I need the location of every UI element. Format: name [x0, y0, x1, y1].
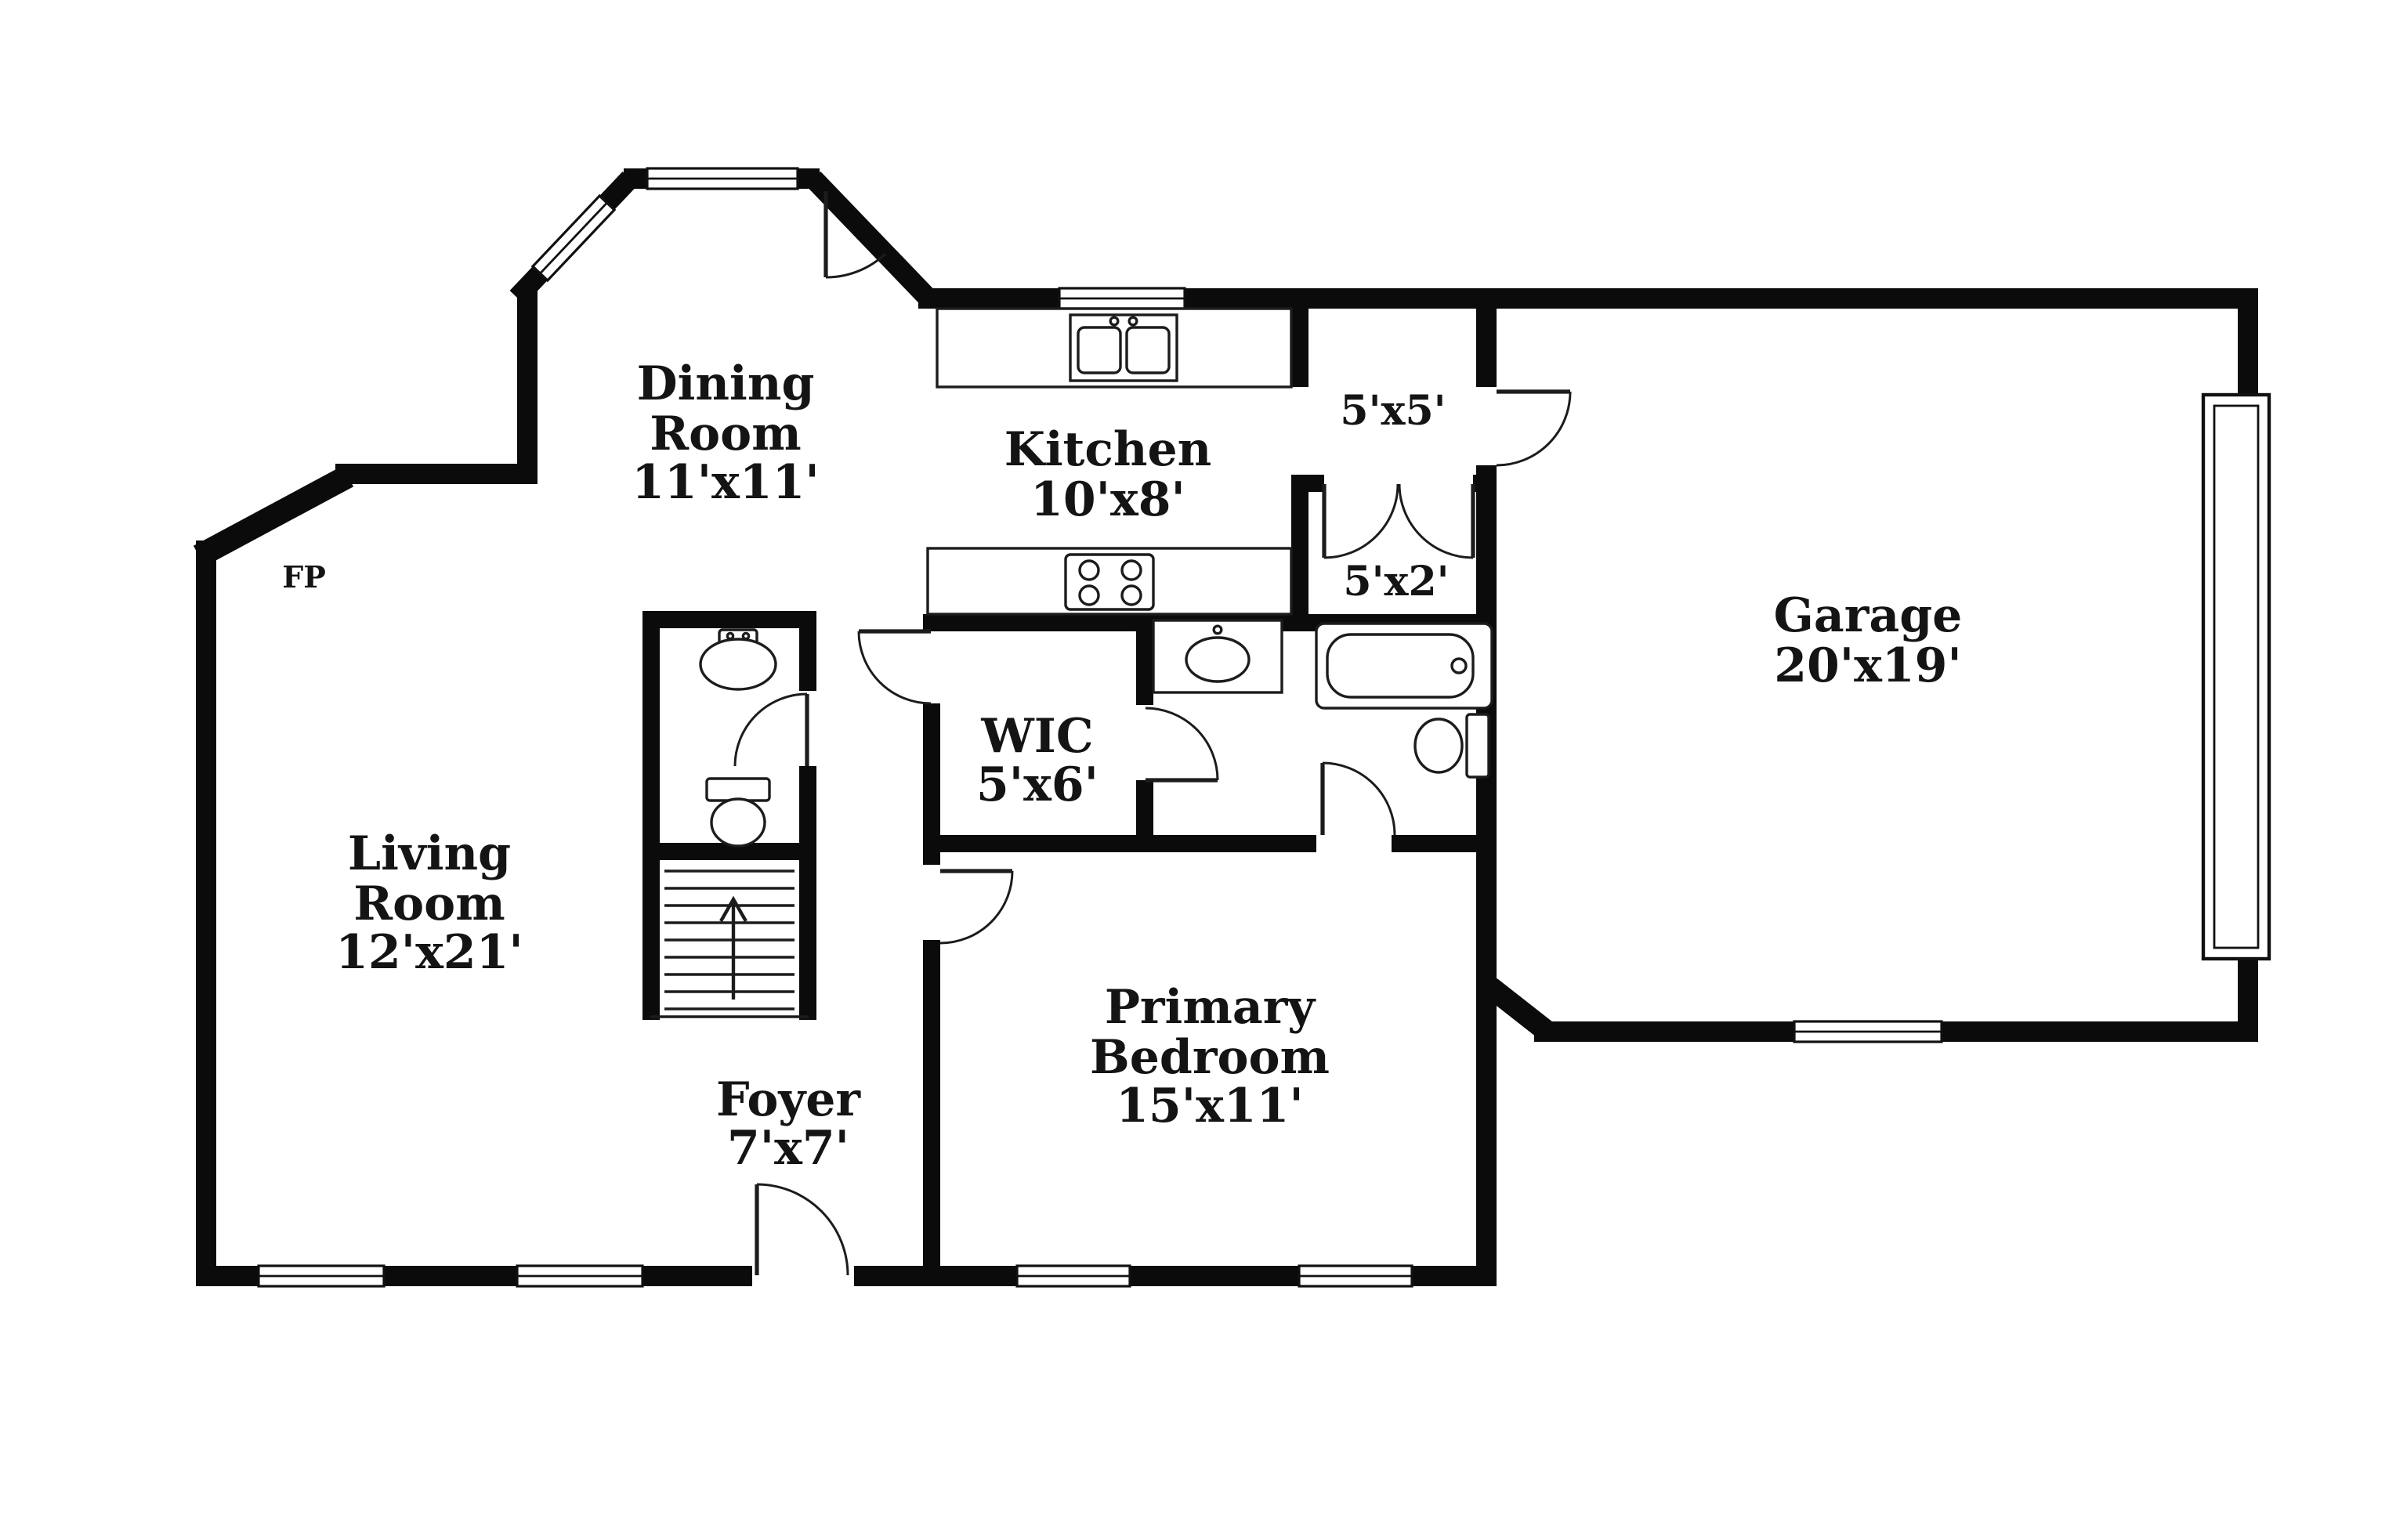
stairs-direction-arrow: [719, 895, 747, 1000]
halfbath-stairs-divider: [642, 843, 816, 860]
dining-room-label-2: Room: [650, 407, 801, 461]
wic-left-wall: [923, 703, 940, 865]
closet-5x2-dims: 5'x2': [1343, 558, 1449, 606]
closet55-left-wall-upper: [1291, 309, 1308, 387]
halfbath-door: [733, 692, 809, 767]
dining-room-label: Dining: [637, 356, 815, 411]
bedroom-window-1: [1015, 1264, 1131, 1288]
foyer-dims: 7'x7': [727, 1121, 849, 1176]
left-wall: [196, 540, 216, 1286]
wic-door: [857, 629, 932, 705]
garage-left-wall-upper: [1476, 288, 1497, 387]
windows: [257, 167, 2271, 1288]
wic-right-wall-lower: [1136, 780, 1153, 852]
halfbath-sink: [699, 628, 777, 691]
doors: [733, 191, 1572, 1276]
living-room-label: Living: [348, 826, 511, 881]
bedroom-door: [939, 869, 1014, 945]
living-room-dims: 12'x21': [335, 925, 523, 980]
fixtures: [650, 307, 1493, 1018]
bath-toilet: [1413, 713, 1490, 779]
dining-room-dims: 11'x11': [632, 455, 820, 510]
bath-wic-door: [1145, 707, 1219, 783]
fireplace-label: FP: [282, 559, 326, 595]
wic-dims: 5'x6': [976, 757, 1099, 812]
stair-block-top-wall: [642, 611, 816, 628]
foyer-label: Foyer: [716, 1072, 861, 1127]
garage-left-wall-lower: [1476, 465, 1497, 1285]
front-door: [755, 1183, 849, 1276]
garage-label: Garage: [1774, 588, 1963, 643]
wic-right-wall-upper: [1136, 614, 1153, 705]
kitchen-label: Kitchen: [1004, 422, 1212, 477]
wic-label: WIC: [980, 709, 1093, 764]
primary-bedroom-label: Primary: [1105, 980, 1316, 1035]
primary-bedroom-label-2: Bedroom: [1090, 1030, 1330, 1085]
foyer-bedroom-wall: [923, 940, 940, 1285]
living-room-label-2: Room: [353, 877, 505, 931]
bath-bottom-wall: [1392, 835, 1497, 852]
stair-block-right-wall-lower: [799, 766, 816, 1020]
garage-dims: 20'x19': [1774, 638, 1962, 693]
closet52-top-wall-right: [1473, 475, 1497, 492]
stair-block-left-wall: [642, 611, 660, 1020]
stair-block-right-wall-upper: [799, 611, 816, 691]
bath-vanity: [1152, 619, 1283, 694]
bathtub: [1315, 622, 1493, 710]
garage-door: [2201, 392, 2271, 961]
kitchen-window: [1058, 287, 1186, 310]
garage-rear-window: [1793, 1020, 1943, 1043]
stove: [1064, 553, 1155, 611]
closet-5x5-dims: 5'x5': [1340, 387, 1446, 435]
closet52-double-doors: [1322, 483, 1475, 559]
living-top-wall: [335, 464, 527, 484]
bay-window-left: [530, 193, 617, 283]
garage-diagonal-wall: [1483, 978, 1555, 1042]
dining-left-wall: [517, 288, 538, 484]
bedroom-window-2: [1298, 1264, 1413, 1288]
room-labels: Dining Room 11'x11' Kitchen 10'x8' 5'x5'…: [282, 356, 1962, 1176]
bay-window-top: [646, 167, 799, 190]
halfbath-toilet: [705, 777, 771, 848]
bath-bedroom-door: [1320, 761, 1396, 836]
closet52-top-wall-left: [1291, 475, 1324, 492]
primary-bedroom-dims: 15'x11': [1116, 1079, 1304, 1133]
wic-left-wall-stub: [923, 614, 940, 631]
closet55-left-wall-lower: [1291, 484, 1308, 614]
garage-entry-door: [1496, 389, 1572, 467]
bay-wall-right: [805, 171, 936, 305]
wic-bottom-wall: [923, 835, 1316, 852]
bay-door: [823, 191, 887, 279]
kitchen-sink: [1069, 313, 1178, 382]
kitchen-dims: 10'x8': [1030, 472, 1185, 527]
fireplace-chamfer-wall: [193, 465, 354, 567]
living-window-2: [516, 1264, 644, 1288]
stairs: [650, 869, 809, 1018]
living-window-1: [257, 1264, 385, 1288]
